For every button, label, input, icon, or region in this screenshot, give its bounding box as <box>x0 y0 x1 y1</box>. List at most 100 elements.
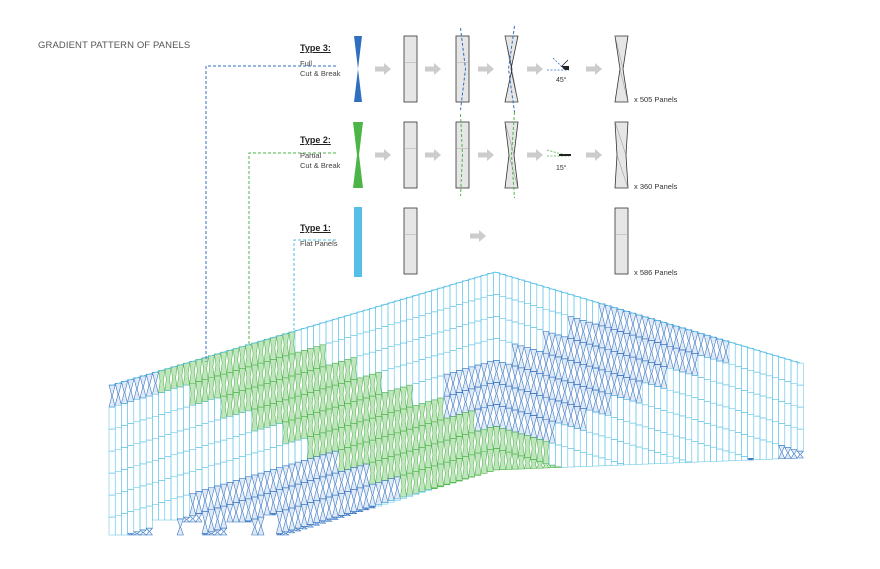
facade-panel <box>238 456 246 479</box>
facade-panel <box>468 278 476 302</box>
facade-panel <box>245 498 252 522</box>
facade-panel <box>226 438 234 461</box>
facade-panel <box>660 388 668 411</box>
facade-panel <box>226 372 234 395</box>
type3-count: x 505 Panels <box>634 95 678 104</box>
facade-panel <box>710 424 717 448</box>
facade-panel <box>666 367 674 391</box>
facade-panel <box>517 301 525 325</box>
facade-panel <box>437 441 445 465</box>
facade-panel <box>648 362 655 385</box>
facade-panel <box>375 306 383 329</box>
facade-panel <box>449 394 457 417</box>
facade-panel <box>176 474 184 498</box>
facade-panel <box>623 377 631 400</box>
facade-panel <box>127 401 135 424</box>
facade-panel <box>393 388 401 412</box>
process-row-type1 <box>354 207 629 277</box>
facade-panel <box>778 445 786 459</box>
facade-panel <box>245 388 252 412</box>
facade-panel <box>548 376 556 400</box>
facade-panel <box>672 347 680 371</box>
facade-panel <box>710 358 717 382</box>
facade-panel <box>195 469 203 492</box>
facade-panel <box>722 450 730 462</box>
facade-panel <box>282 465 290 489</box>
facade-panel <box>375 416 383 439</box>
facade-panel <box>238 434 246 457</box>
facade-panel <box>734 366 742 389</box>
facade-panel <box>251 496 259 520</box>
facade-panel <box>170 498 178 521</box>
process-arrow <box>375 149 391 161</box>
facade-panel <box>276 357 283 380</box>
facade-panel <box>381 414 389 437</box>
facade-panel <box>400 364 407 388</box>
facade-panel <box>406 362 414 386</box>
type1-leader <box>293 239 336 330</box>
facade-panel <box>790 404 798 428</box>
facade-panel <box>561 292 569 316</box>
facade-panel <box>555 466 562 468</box>
facade-panel <box>170 388 178 412</box>
facade-panel <box>294 461 302 485</box>
facade-panel <box>344 337 352 360</box>
facade-panel <box>375 394 383 417</box>
facade-panel <box>245 476 252 500</box>
facade-panel <box>455 326 463 349</box>
facade-panel <box>579 452 587 467</box>
facade-panel <box>325 364 333 388</box>
facade-panel <box>418 403 426 426</box>
facade-panel <box>443 285 451 309</box>
facade-panel <box>660 322 668 345</box>
process-rows <box>353 25 629 277</box>
facade-panel <box>145 439 153 463</box>
facade-panel <box>691 331 699 354</box>
facade-panel <box>381 326 389 349</box>
facade-panel <box>356 333 364 357</box>
facade-panel <box>245 432 252 456</box>
facade-panel <box>232 348 240 371</box>
facade-panel <box>734 388 742 411</box>
facade-panel <box>375 372 383 395</box>
facade-panel <box>486 361 494 384</box>
facade-panel <box>443 329 451 353</box>
facade-panel <box>728 342 736 365</box>
facade-panel <box>220 395 228 419</box>
facade-panel <box>269 403 277 426</box>
facade-panel <box>710 380 717 404</box>
facade-panel <box>604 393 612 417</box>
facade-panel <box>610 351 618 374</box>
facade-panel <box>313 522 320 526</box>
facade-panel <box>288 485 296 509</box>
facade-panel <box>251 452 259 476</box>
facade-panel <box>127 467 135 490</box>
diagram-title: GRADIENT PATTERN OF PANELS <box>38 40 191 51</box>
facade-panel <box>722 428 730 452</box>
facade-panel <box>517 345 525 369</box>
facade-panel <box>332 516 339 520</box>
facade-panel <box>710 402 717 426</box>
facade-panel <box>418 491 426 493</box>
facade-panel <box>772 377 779 400</box>
facade-panel <box>710 336 717 360</box>
facade-panel <box>313 456 321 479</box>
facade-panel <box>344 381 352 404</box>
facade-panel <box>796 406 804 430</box>
facade-panel <box>598 325 606 349</box>
facade-panel <box>319 520 327 524</box>
facade-panel <box>344 469 352 492</box>
facade-panel <box>480 274 488 298</box>
facade-panel <box>294 373 302 397</box>
facade-panel <box>325 474 333 498</box>
type2-label: Type 2: Partial Cut & Break <box>300 135 340 171</box>
facade-panel <box>431 443 438 467</box>
facade-panel <box>456 480 463 482</box>
facade-panel <box>610 461 618 466</box>
facade-panel <box>207 399 215 423</box>
facade-panel <box>530 305 538 328</box>
facade-panel <box>691 397 699 420</box>
facade-panel <box>666 323 674 347</box>
facade-panel <box>486 427 494 450</box>
facade-panel <box>400 386 407 410</box>
